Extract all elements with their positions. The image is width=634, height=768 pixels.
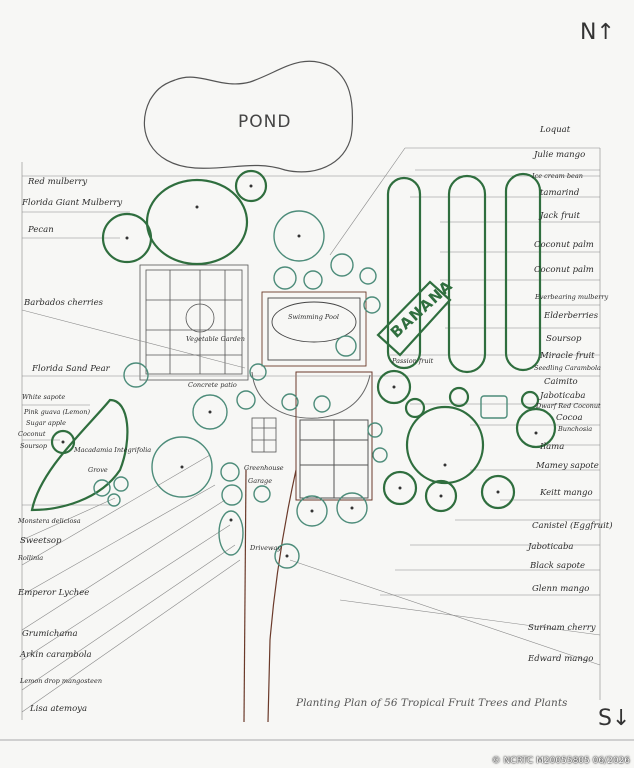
right-label: Dwarf Red Coconut [536, 402, 601, 410]
concrete-patio-label: Concrete patio [188, 381, 237, 389]
plan-title: Planting Plan of 56 Tropical Fruit Trees… [296, 697, 568, 709]
right-label: Elderberries [544, 311, 599, 321]
pond-outline [143, 60, 354, 173]
right-label: Jaboticaba [528, 542, 574, 552]
right-label: tamarind [540, 188, 580, 198]
concrete-patio [251, 371, 371, 419]
right-label: Glenn mango [532, 584, 590, 594]
right-label: Loquat [540, 125, 571, 135]
driveway [243, 469, 297, 723]
left-label: Lemon drop mangosteen [20, 677, 103, 685]
garage-label: Garage [248, 477, 273, 485]
left-label: Barbados cherries [24, 298, 104, 308]
greenhouse-block [251, 417, 277, 453]
left-label: Pink guava (Lemon) [24, 408, 90, 416]
left-label: Sweetsop [20, 536, 62, 546]
left-label: Emperor Lychee [18, 588, 90, 598]
right-label: Soursop [546, 334, 582, 344]
tree-canopies [30, 169, 557, 513]
right-label: Julie mango [534, 150, 586, 160]
right-label: Seedling Carambola [534, 364, 601, 372]
left-label: Sugar apple [26, 419, 66, 427]
right-label: Ilama [540, 442, 565, 452]
right-label: Everbearing mulberry [535, 293, 609, 301]
label-guide-lines [21, 147, 601, 720]
left-label: Pecan [28, 225, 54, 235]
greenhouse-label: Greenhouse [244, 464, 284, 472]
right-label: Jaboticaba [540, 391, 586, 401]
right-label: Ice cream bean [532, 172, 583, 180]
tree-center-dots [61, 184, 538, 558]
right-label: Canistel (Eggfruit) [532, 521, 613, 531]
left-label: Coconut [18, 430, 46, 438]
left-label: Grumichama [22, 629, 78, 639]
right-label: Miracle fruit [540, 351, 595, 361]
right-label: Keitt mango [540, 488, 593, 498]
pond-label: POND [238, 112, 292, 132]
left-label: Monstera deliciosa [18, 517, 81, 525]
left-label: Florida Giant Mulberry [22, 198, 123, 208]
vegetable-garden-label: Vegetable Garden [186, 335, 245, 343]
left-label: Grove [88, 466, 108, 474]
left-label: White sapote [22, 393, 66, 401]
right-label: Surinam cherry [528, 623, 596, 633]
north-arrow-icon: ↑ [596, 20, 615, 45]
passion-fruit-label: Passion fruit [392, 357, 434, 365]
right-label: Coconut palm [534, 265, 594, 275]
south-marker: S↓ [598, 706, 630, 731]
north-label: N [580, 20, 597, 45]
right-label: Cocoa [556, 413, 583, 423]
left-label: Macadamia Integrifolia [74, 446, 152, 454]
right-label: Bunchosia [558, 425, 593, 433]
driveway-label: Driveway [250, 544, 282, 552]
left-label: Rollinia [18, 554, 44, 562]
left-label: Soursop [20, 442, 48, 450]
swimming-pool-block [261, 291, 367, 367]
mls-watermark: © NCRTC M20055805 06/2026 [491, 756, 630, 766]
right-label: Black sapote [530, 561, 586, 571]
south-label: S [598, 706, 612, 731]
north-marker: N↑ [580, 20, 615, 45]
right-label: Coconut palm [534, 240, 594, 250]
left-label: Red mulberry [28, 177, 88, 187]
swimming-pool-label: Swimming Pool [288, 313, 339, 321]
right-label: Caimito [544, 377, 578, 387]
left-label: Florida Sand Pear [32, 364, 110, 374]
left-label: Lisa atemoya [30, 704, 88, 714]
garage-block [295, 371, 373, 501]
tree-canopies-light [93, 210, 508, 569]
right-label: Jack fruit [540, 211, 580, 221]
right-label: Edward mango [528, 654, 594, 664]
vegetable-garden-block [139, 264, 249, 381]
right-label: Mamey sapote [536, 461, 599, 471]
south-arrow-icon: ↓ [611, 706, 631, 731]
left-label: Arkin carambola [20, 650, 92, 660]
